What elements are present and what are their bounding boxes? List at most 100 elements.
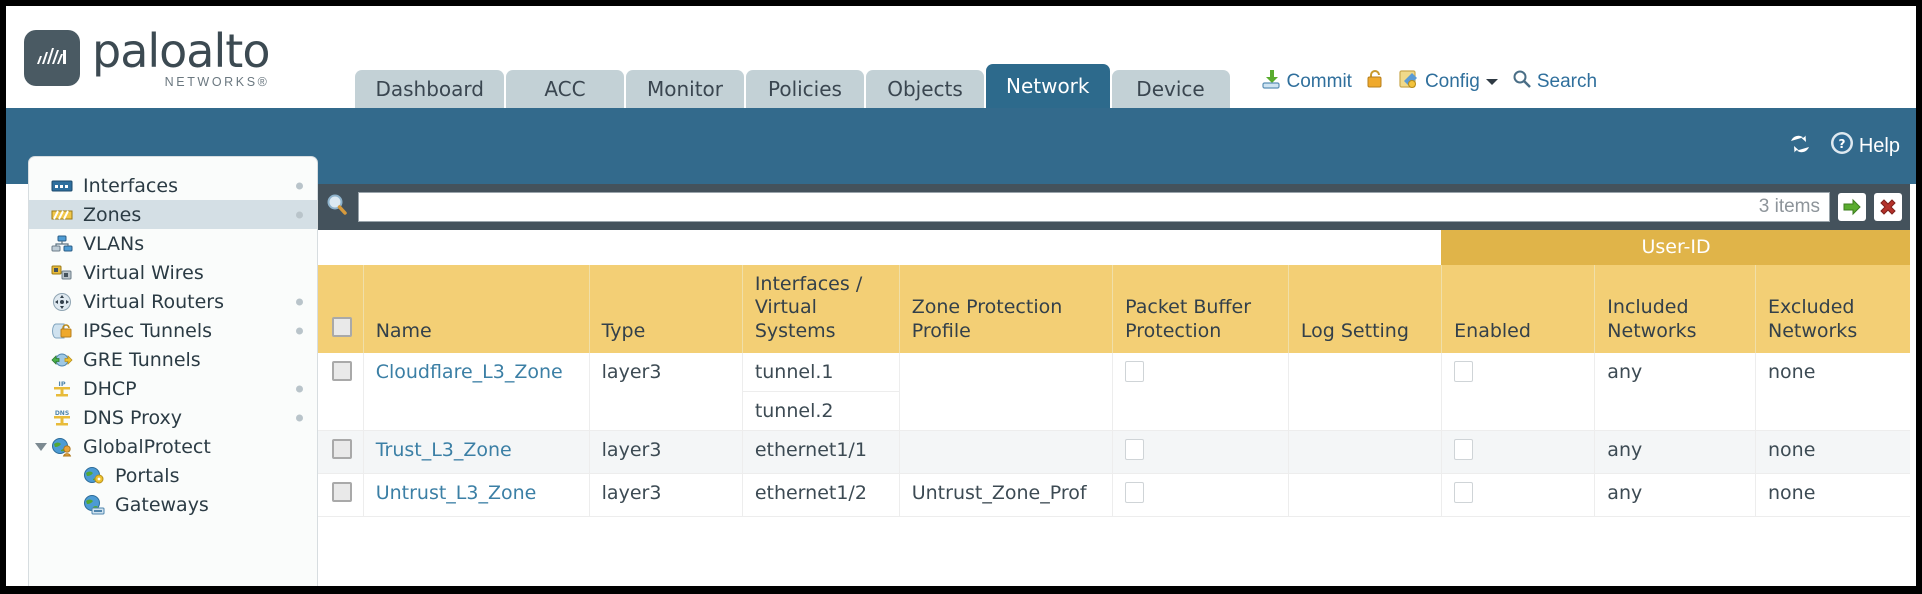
band-actions: ? Help <box>1787 130 1900 162</box>
config-button[interactable]: Config <box>1398 68 1499 96</box>
help-label: Help <box>1858 134 1900 157</box>
tab-dashboard[interactable]: Dashboard <box>355 70 504 108</box>
status-dot <box>296 298 303 305</box>
ipsec-tunnels-icon <box>49 321 75 341</box>
search-icon[interactable] <box>324 192 350 223</box>
apply-filter-button[interactable] <box>1838 193 1866 221</box>
tab-policies[interactable]: Policies <box>745 70 864 108</box>
sidebar-item-label: GRE Tunnels <box>83 348 201 371</box>
status-dot <box>296 211 303 218</box>
search-button[interactable]: Search <box>1512 69 1597 95</box>
lock-icon <box>1365 68 1385 96</box>
cell-zone-protection-profile <box>898 352 1113 431</box>
sidebar-item-gre-tunnels[interactable]: GRE Tunnels <box>29 345 317 374</box>
packet-buffer-protection-checkbox[interactable] <box>1125 360 1145 382</box>
tab-device[interactable]: Device <box>1111 70 1230 108</box>
paloalto-logo: paloalto NETWORKS® <box>24 23 270 89</box>
sidebar-item-ipsec-tunnels[interactable]: IPSec Tunnels <box>29 316 317 345</box>
column-header-type[interactable]: Type <box>588 265 743 353</box>
tab-monitor[interactable]: Monitor <box>625 70 744 108</box>
row-select-checkbox[interactable] <box>332 481 352 502</box>
row-select-checkbox[interactable] <box>332 438 352 459</box>
cell-included-networks: any <box>1594 430 1756 474</box>
column-header-enabled[interactable]: Enabled <box>1441 265 1595 353</box>
table-row[interactable]: Cloudflare_L3_Zone layer3 tunnel.1 tunne… <box>318 352 1910 431</box>
column-header-name[interactable]: Name <box>362 265 590 353</box>
sidebar-item-dns-proxy[interactable]: DNS DNS Proxy <box>29 403 317 432</box>
cell-name: Trust_L3_Zone <box>362 430 590 474</box>
tab-network[interactable]: Network <box>985 64 1110 108</box>
column-header-interfaces[interactable]: Interfaces / Virtual Systems <box>741 265 900 353</box>
column-header-log-setting[interactable]: Log Setting <box>1287 265 1442 353</box>
cell-packet-buffer-protection <box>1112 430 1289 474</box>
zone-name-link[interactable]: Cloudflare_L3_Zone <box>375 360 563 383</box>
userid-enabled-checkbox[interactable] <box>1454 481 1474 503</box>
zone-name-link[interactable]: Trust_L3_Zone <box>375 438 512 461</box>
help-button[interactable]: ? Help <box>1829 130 1900 162</box>
table-row[interactable]: Trust_L3_Zone layer3 ethernet1/1 any <box>318 430 1910 474</box>
row-select-cell <box>318 352 364 431</box>
clear-filter-button[interactable] <box>1874 193 1902 221</box>
sidebar-item-globalprotect[interactable]: GlobalProtect <box>29 432 317 461</box>
interface-entry: ethernet1/1 <box>754 438 867 461</box>
commit-button[interactable]: Commit <box>1260 68 1352 96</box>
status-dot <box>296 385 303 392</box>
item-count-label: 3 items <box>1758 196 1820 217</box>
cell-zone-protection-profile: Untrust_Zone_Prof <box>898 473 1113 517</box>
userid-enabled-checkbox[interactable] <box>1454 438 1474 460</box>
row-select-checkbox[interactable] <box>332 360 352 381</box>
commit-icon <box>1260 68 1282 96</box>
cell-type: layer3 <box>588 473 743 517</box>
sidebar-item-gateways[interactable]: Gateways <box>29 490 317 519</box>
main-nav-tabs: Dashboard ACC Monitor Policies Objects N… <box>355 64 1230 108</box>
dhcp-icon: IP <box>49 379 75 399</box>
tab-acc[interactable]: ACC <box>505 70 624 108</box>
row-select-cell <box>318 430 364 474</box>
sidebar-item-label: IPSec Tunnels <box>83 319 213 342</box>
sidebar-item-virtual-wires[interactable]: Virtual Wires <box>29 258 317 287</box>
sub-header-band: ? Help <box>6 108 1916 184</box>
virtual-wires-icon <box>49 263 75 283</box>
zone-name-link[interactable]: Untrust_L3_Zone <box>375 481 537 504</box>
cell-log-setting <box>1287 430 1442 474</box>
commit-label: Commit <box>1286 71 1352 92</box>
column-header-zone-protection-profile[interactable]: Zone Protection Profile <box>898 265 1113 353</box>
tab-objects[interactable]: Objects <box>865 70 984 108</box>
packet-buffer-protection-checkbox[interactable] <box>1125 438 1145 460</box>
brand-subtitle: NETWORKS® <box>164 74 270 89</box>
cell-packet-buffer-protection <box>1112 352 1289 431</box>
sidebar-item-interfaces[interactable]: Interfaces <box>29 171 317 200</box>
dns-proxy-icon: DNS <box>49 408 75 428</box>
search-input[interactable]: 3 items <box>358 192 1830 222</box>
sidebar: Interfaces Zones VLANs <box>28 156 318 586</box>
refresh-icon[interactable] <box>1787 132 1813 161</box>
search-icon <box>1512 69 1532 95</box>
cell-log-setting <box>1287 473 1442 517</box>
sidebar-item-portals[interactable]: Portals <box>29 461 317 490</box>
column-header-included-networks[interactable]: Included Networks <box>1594 265 1756 353</box>
column-header-packet-buffer-protection[interactable]: Packet Buffer Protection <box>1112 265 1289 353</box>
paloalto-logo-text: paloalto NETWORKS® <box>92 23 270 89</box>
sidebar-item-label: Zones <box>83 203 142 226</box>
select-all-checkbox[interactable] <box>332 316 352 337</box>
cell-included-networks: any <box>1594 352 1756 431</box>
packet-buffer-protection-checkbox[interactable] <box>1125 481 1145 503</box>
userid-enabled-checkbox[interactable] <box>1454 360 1474 382</box>
cell-userid-enabled <box>1441 473 1595 517</box>
content-panel: 3 items <box>318 184 1910 578</box>
sidebar-item-vlans[interactable]: VLANs <box>29 229 317 258</box>
sidebar-item-zones[interactable]: Zones <box>29 200 317 229</box>
cell-userid-enabled <box>1441 352 1595 431</box>
table-row[interactable]: Untrust_L3_Zone layer3 ethernet1/2 Untru… <box>318 473 1910 517</box>
sidebar-item-virtual-routers[interactable]: Virtual Routers <box>29 287 317 316</box>
sidebar-item-label: DNS Proxy <box>83 406 182 429</box>
cell-excluded-networks: none <box>1754 430 1910 474</box>
lock-button[interactable] <box>1365 68 1385 96</box>
sidebar-item-dhcp[interactable]: IP DHCP <box>29 374 317 403</box>
sidebar-item-label: DHCP <box>83 377 137 400</box>
brand-name: paloalto <box>92 23 270 78</box>
cell-name: Cloudflare_L3_Zone <box>362 352 590 431</box>
expand-caret-icon[interactable] <box>35 442 47 451</box>
column-header-excluded-networks[interactable]: Excluded Networks <box>1754 265 1910 353</box>
interface-entry: tunnel.1 <box>742 353 899 392</box>
